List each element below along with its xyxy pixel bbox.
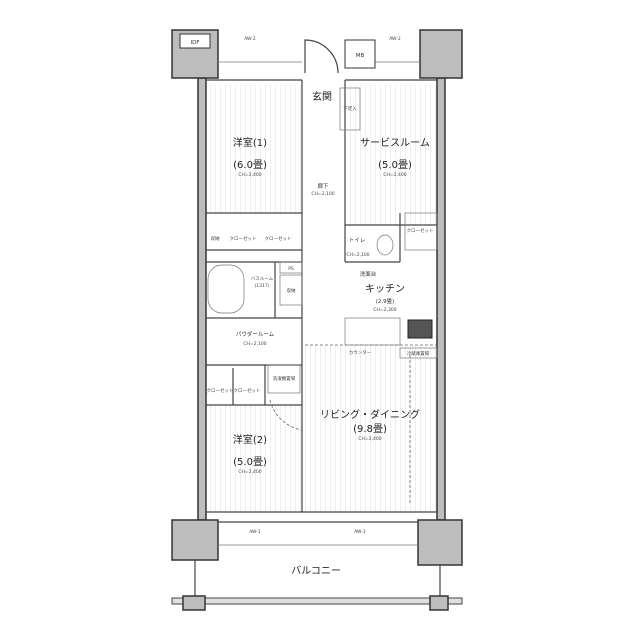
laundry-label: 洗濯機置場	[273, 375, 296, 382]
powder-room-ch: CH=2,100	[243, 341, 266, 347]
pillar-bottom-right	[417, 519, 463, 566]
storage-label: 収納	[211, 235, 220, 242]
entrance-label: 玄関	[312, 90, 332, 103]
stove-icon	[407, 319, 433, 339]
bathtub	[207, 264, 245, 314]
counter-label: カウンター	[349, 349, 372, 356]
aw1-left-label: AW-1	[249, 529, 261, 535]
toilet-fixture	[376, 234, 394, 256]
right-wall	[436, 77, 446, 521]
service-room-size: (5.0畳)	[378, 159, 412, 171]
pillar-bottom-left	[171, 519, 219, 561]
closet-label: クローゼット	[207, 387, 234, 394]
washstand-label: 洗面台	[360, 270, 377, 278]
shoe-cabinet	[339, 87, 361, 131]
sink-counter	[344, 317, 401, 346]
balcony-label: バルコニー	[291, 565, 341, 577]
western-room-1-size: (6.0畳)	[233, 159, 267, 171]
mb-box	[344, 39, 376, 69]
closet-label: クローゼット	[230, 235, 257, 242]
fridge-label: 冷蔵庫置場	[407, 350, 430, 357]
closet-label: クローゼット	[265, 235, 292, 242]
western-room-2-ch: CH=2,400	[238, 469, 261, 475]
kitchen-size: (2.9畳)	[376, 298, 395, 305]
hall-ch: CH=2,100	[311, 191, 334, 197]
toilet-name: トイレ	[349, 238, 366, 244]
service-room-ch: CH=2,400	[383, 172, 406, 178]
balcony-railing	[171, 597, 463, 605]
hall-name: 廊下	[317, 182, 329, 190]
ps-label: PS	[288, 266, 294, 272]
service-room-floor	[345, 85, 437, 225]
living-dining-floor	[305, 345, 437, 512]
living-dining-name: リビング・ダイニング	[320, 408, 420, 421]
kitchen-name: キッチン	[365, 283, 405, 295]
closet-label: クローゼット	[234, 387, 261, 394]
entrance-door[interactable]	[304, 39, 339, 74]
western-room-2-size: (5.0畳)	[233, 456, 267, 468]
bath-size: (1317)	[255, 283, 270, 289]
storage-label: 収納	[287, 287, 296, 294]
western-room-1-ch: CH=2,400	[238, 172, 261, 178]
shoe-cabinet-label: 下足入	[343, 106, 357, 112]
western-room-2-floor	[206, 405, 302, 512]
aw1-right-label: AW-1	[354, 529, 366, 535]
closet-label: クローゼット	[407, 227, 434, 234]
western-room-1-name: 洋室(1)	[233, 136, 267, 149]
living-dining-size: (9.8畳)	[353, 423, 387, 435]
western-room-2-name: 洋室(2)	[233, 433, 267, 446]
toilet-ch: CH=2,100	[346, 252, 369, 258]
western-room-1-floor	[206, 85, 302, 213]
service-room-name: サービスルーム	[360, 137, 430, 149]
bath-name: バスルーム	[251, 276, 274, 282]
mb-label: MB	[356, 53, 365, 59]
living-dining-ch: CH=2,400	[358, 436, 381, 442]
pillar-top-right	[419, 29, 463, 79]
powder-room-name: パウダールーム	[236, 330, 275, 338]
aw2-right-label: AW-2	[389, 36, 401, 42]
aw2-left-label: AW-2	[244, 36, 256, 42]
idf-label: IDF	[190, 40, 199, 46]
left-wall	[197, 77, 207, 521]
kitchen-ch: CH=2,300	[373, 307, 396, 313]
